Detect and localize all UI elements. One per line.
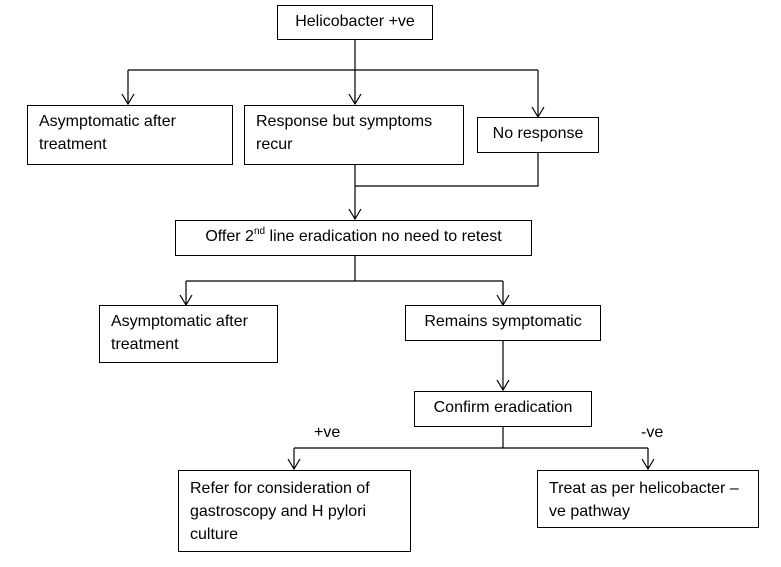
node-label: Asymptomatic after treatment xyxy=(111,313,248,353)
node-label-end: line eradication no need to retest xyxy=(265,228,502,245)
node-label: Refer for consideration of gastroscopy a… xyxy=(190,480,370,543)
helicobacter-positive-node: Helicobacter +ve xyxy=(277,5,433,40)
asymptomatic-after-treatment-node-1: Asymptomatic after treatment xyxy=(27,105,233,165)
node-label-start: Offer 2 xyxy=(205,228,254,245)
no-response-node: No response xyxy=(477,117,599,153)
refer-for-gastroscopy-node: Refer for consideration of gastroscopy a… xyxy=(178,470,411,552)
asymptomatic-after-treatment-node-2: Asymptomatic after treatment xyxy=(99,305,278,363)
node-label: Asymptomatic after treatment xyxy=(39,113,176,153)
node-label: Remains symptomatic xyxy=(424,313,582,330)
ordinal-suffix: nd xyxy=(253,225,266,237)
node-label: Treat as per helicobacter –ve pathway xyxy=(549,480,739,520)
confirm-eradication-node: Confirm eradication xyxy=(414,391,592,427)
response-but-symptoms-recur-node: Response but symptoms recur xyxy=(244,105,464,165)
positive-edge-label: +ve xyxy=(314,424,341,441)
node-label: Response but symptoms recur xyxy=(256,113,433,153)
node-label: Confirm eradication xyxy=(433,399,573,416)
node-label: Helicobacter +ve xyxy=(295,13,415,30)
treat-as-helicobacter-negative-node: Treat as per helicobacter –ve pathway xyxy=(537,470,759,528)
remains-symptomatic-node: Remains symptomatic xyxy=(405,305,601,341)
node-label: No response xyxy=(492,125,584,142)
offer-second-line-eradication-node: Offer 2nd line eradication no need to re… xyxy=(175,220,532,256)
negative-edge-label: -ve xyxy=(641,424,664,441)
